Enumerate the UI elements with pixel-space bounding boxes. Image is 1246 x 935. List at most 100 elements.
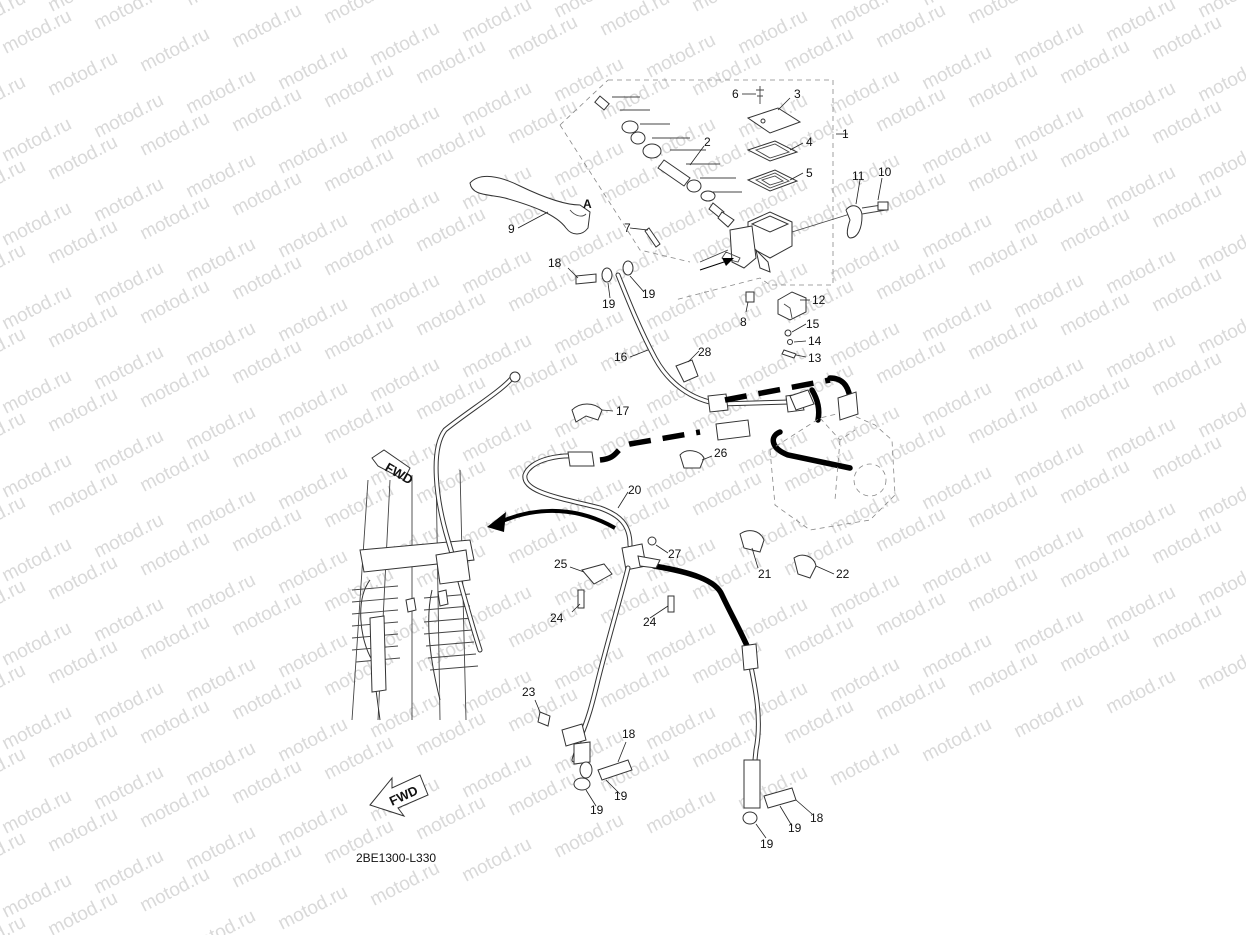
callout-8: 8 <box>740 315 747 329</box>
install-arrow <box>699 258 734 271</box>
highlighted-brake-lines <box>599 375 853 651</box>
watermark-text: motod.ru <box>0 240 29 293</box>
junction-block <box>621 536 661 571</box>
watermark-text: motod.ru <box>1195 558 1246 611</box>
hose-clamps <box>571 359 817 585</box>
callout-23: 23 <box>522 685 536 699</box>
view-marker-a: A <box>583 197 592 211</box>
watermark-text: motod.ru <box>689 0 765 16</box>
watermark-text: motod.ru <box>643 786 719 839</box>
watermark-text: motod.ru <box>0 408 29 461</box>
banjo-bolt-top <box>575 260 634 285</box>
watermark-text: motod.ru <box>45 48 121 101</box>
callout-9: 9 <box>508 222 515 236</box>
watermark-text: motod.ru <box>0 660 29 713</box>
diagram-code: 2BE1300-L330 <box>356 851 436 865</box>
brake-lever <box>469 175 591 235</box>
watermark-text: motod.ru <box>827 738 903 791</box>
watermark-text: motod.ru <box>0 72 29 125</box>
callout-16: 16 <box>614 350 628 364</box>
reservoir-cap-parts <box>746 86 802 192</box>
master-cylinder-group-outline <box>559 79 834 301</box>
callout-13: 13 <box>808 351 822 365</box>
front-fork-assembly <box>351 371 521 721</box>
fwd-direction-arrow: FWD <box>369 774 429 817</box>
callout-22: 22 <box>836 567 850 581</box>
callout-3: 3 <box>794 87 801 101</box>
watermark-text: motod.ru <box>1195 306 1246 359</box>
brake-hose-upper <box>615 272 805 413</box>
callout-4: 4 <box>806 135 813 149</box>
watermark-text: motod.ru <box>919 714 995 767</box>
callout-1: 1 <box>842 127 849 141</box>
callout-28: 28 <box>698 345 712 359</box>
callout-21: 21 <box>758 567 772 581</box>
callout-15: 15 <box>806 317 820 331</box>
watermark-text: motod.ru <box>91 0 167 34</box>
callout-12: 12 <box>812 293 826 307</box>
watermark-text: motod.ru <box>229 0 305 52</box>
watermark-text: motod.ru <box>137 24 213 77</box>
callout-10: 10 <box>878 165 892 179</box>
watermark-text: motod.ru <box>0 744 29 797</box>
callout-7: 7 <box>624 221 631 235</box>
direction-arrow <box>487 508 616 532</box>
watermark-text: motod.ru <box>551 810 627 863</box>
watermark-text: motod.ru <box>1195 54 1246 107</box>
watermark-text: motod.ru <box>0 912 29 935</box>
watermark-text: motod.ru <box>183 906 259 935</box>
watermark-text: motod.ru <box>459 834 535 887</box>
callout-24-left: 24 <box>550 611 564 625</box>
brake-hose-loop <box>522 451 633 548</box>
callout-18-left: 18 <box>622 727 636 741</box>
callout-18-top: 18 <box>548 256 562 270</box>
watermark-text: motod.ru <box>367 858 443 911</box>
watermark-text: motod.ru <box>1103 666 1179 719</box>
master-cylinder-body <box>699 211 851 273</box>
watermark-text: motod.ru <box>413 0 489 4</box>
watermark-text: motod.ru <box>183 0 259 10</box>
brake-hose-lower-left <box>537 565 633 791</box>
callout-24-right: 24 <box>643 615 657 629</box>
callout-19-left-b: 19 <box>590 803 604 817</box>
brake-light-switch <box>745 291 807 359</box>
watermark-text: motod.ru <box>275 882 351 935</box>
watermark-text: motod.ru <box>1195 390 1246 443</box>
callout-26: 26 <box>714 446 728 460</box>
callout-19-left-a: 19 <box>614 789 628 803</box>
watermark-text: motod.ru <box>965 0 1041 28</box>
watermark-text: motod.ru <box>1057 0 1133 4</box>
callout-labels: 6 3 4 5 1 2 7 8 9 10 11 12 13 14 15 16 1… <box>508 87 892 851</box>
callout-14: 14 <box>808 334 822 348</box>
callout-6: 6 <box>732 87 739 101</box>
callout-19-top-a: 19 <box>602 297 616 311</box>
leader-lines <box>517 93 883 839</box>
watermark-text: motod.ru <box>1195 474 1246 527</box>
callout-27: 27 <box>668 547 682 561</box>
watermark-text: motod.ru <box>1195 222 1246 275</box>
watermark-text: motod.ru <box>1195 138 1246 191</box>
piston-kit <box>594 95 742 228</box>
watermark-text: motod.ru <box>321 0 397 28</box>
callout-2: 2 <box>704 135 711 149</box>
callout-25: 25 <box>554 557 568 571</box>
callout-17: 17 <box>616 404 630 418</box>
callout-19-right-b: 19 <box>760 837 774 851</box>
callout-5: 5 <box>806 166 813 180</box>
watermark-text: motod.ru <box>0 324 29 377</box>
callout-11: 11 <box>852 169 865 183</box>
watermark-text: motod.ru <box>0 576 29 629</box>
handlebar-clamp <box>845 201 889 239</box>
watermark-text: motod.ru <box>597 0 673 40</box>
watermark-text: motod.ru <box>0 828 29 881</box>
watermark-text: motod.ru <box>0 156 29 209</box>
callout-18-right: 18 <box>810 811 824 825</box>
watermark-text: motod.ru <box>1195 642 1246 695</box>
callout-19-top-b: 19 <box>642 287 656 301</box>
callout-19-right-a: 19 <box>788 821 802 835</box>
watermark-text: motod.ru <box>1011 690 1087 743</box>
hydraulic-unit-outline <box>769 391 896 531</box>
watermark-text: motod.ru <box>0 492 29 545</box>
brake-hose-lower-right <box>667 595 797 825</box>
